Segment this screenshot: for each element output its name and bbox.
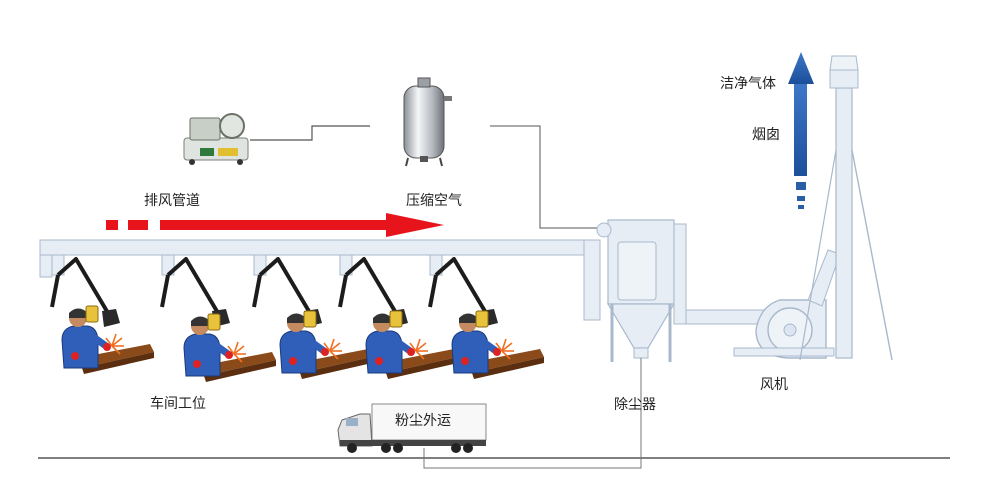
clean-gas-arrow [788,52,814,209]
compressed-air-label: 压缩空气 [406,193,462,209]
air-tank-icon [403,77,452,167]
exhaust-pipe-label: 排风管道 [144,193,200,209]
air-compressor-icon [183,113,249,165]
clean-gas-label: 洁净气体 [720,76,776,92]
compressed-air-line [490,125,598,229]
welding-stations [62,306,544,382]
airflow-arrow [106,213,444,237]
air-line [250,125,370,141]
fan-icon [733,249,841,359]
workshop-stations-label: 车间工位 [150,396,206,412]
dust-transport-label: 粉尘外运 [395,413,451,429]
chimney-label: 烟囱 [752,127,780,143]
dust-discharge-line [423,358,642,469]
dust-collector-label: 除尘器 [614,397,656,413]
fan-label: 风机 [760,377,788,393]
main-exhaust-duct [39,239,601,256]
chimney-icon [799,55,893,361]
dust-truck-icon [337,403,487,453]
extraction-arms [50,253,500,329]
dust-collector-icon [596,219,687,362]
